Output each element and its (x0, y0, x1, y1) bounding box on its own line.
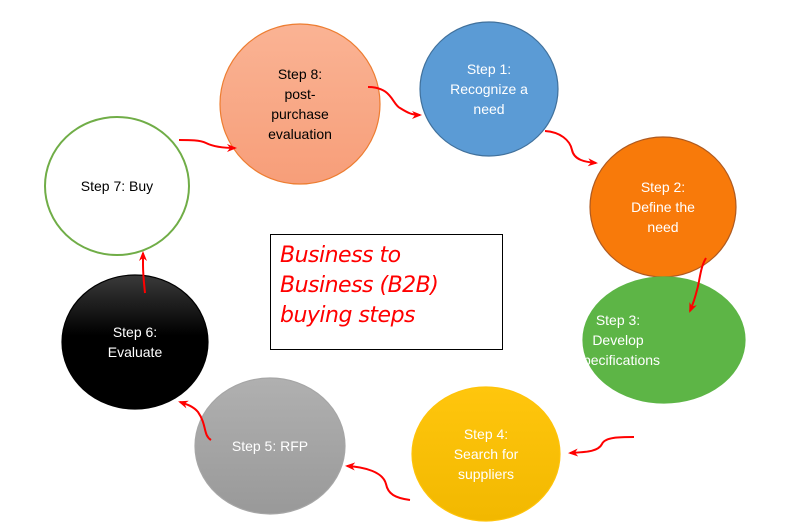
step-6-label-line: Evaluate (108, 344, 163, 360)
step-8-label-line: purchase (271, 106, 329, 122)
step-3-label-line: Develop (592, 332, 644, 348)
step-4-label-line: Step 4: (464, 426, 508, 442)
arrow-step7-to-step8 (178, 139, 237, 152)
step-2-node: Step 2: Define the need (589, 136, 737, 278)
step-1-circle (419, 21, 559, 157)
step-8-label-line: post- (284, 86, 315, 102)
step-7-circle (44, 116, 190, 256)
step-8-label-line: Step 8: (278, 66, 322, 82)
arrow-step4-to-step5 (345, 462, 411, 501)
arrow-step6-to-step7 (139, 251, 147, 294)
step-3-circle (582, 276, 746, 404)
arrow-step3-to-step4 (568, 436, 635, 457)
step-6-node: Step 6: Evaluate (61, 274, 209, 410)
step-5-node: Step 5: RFP (194, 377, 346, 515)
diagram-title-box: Business to Business (B2B) buying steps (270, 234, 503, 350)
step-3-label-line: specifications (576, 352, 660, 368)
step-6-label-line: Step 6: (113, 324, 157, 340)
step-1-label-line: Recognize a (450, 81, 528, 97)
title-line-2: Business (B2B) (280, 273, 439, 298)
title-line-3: buying steps (280, 303, 416, 328)
step-7-node: Step 7: Buy (44, 116, 190, 256)
step-5-label-line: Step 5: RFP (232, 438, 308, 454)
step-2-label-line: need (647, 219, 678, 235)
step-4-circle (411, 386, 561, 522)
step-7-label-line: Step 7: Buy (81, 178, 153, 194)
step-8-label-line: evaluation (268, 126, 332, 142)
step-2-label-line: Step 2: (641, 179, 685, 195)
step-1-label-line: Step 1: (467, 61, 511, 77)
arrow-step8-to-step1 (367, 86, 422, 119)
step-4-node: Step 4: Search for suppliers (411, 386, 561, 522)
step-5-circle (194, 377, 346, 515)
step-8-node: Step 8: post-purchase evaluation (219, 23, 381, 185)
step-3-node: Step 3: Develop specifications (576, 276, 746, 404)
step-8-circle (219, 23, 381, 185)
step-2-label-line: Define the (631, 199, 695, 215)
arrow-step1-to-step2 (544, 130, 598, 167)
title-line-1: Business to (280, 243, 401, 268)
arrow-step5-to-step6 (178, 400, 212, 441)
step-3-label-line: Step 3: (596, 312, 640, 328)
step-1-node: Step 1: Recognize a need (419, 21, 559, 157)
step-4-label-line: Search for (454, 446, 519, 462)
step-1-label-line: need (473, 101, 504, 117)
step-6-circle (61, 274, 209, 410)
step-4-label-line: suppliers (458, 466, 514, 482)
arrow-step2-to-step3 (689, 257, 707, 313)
